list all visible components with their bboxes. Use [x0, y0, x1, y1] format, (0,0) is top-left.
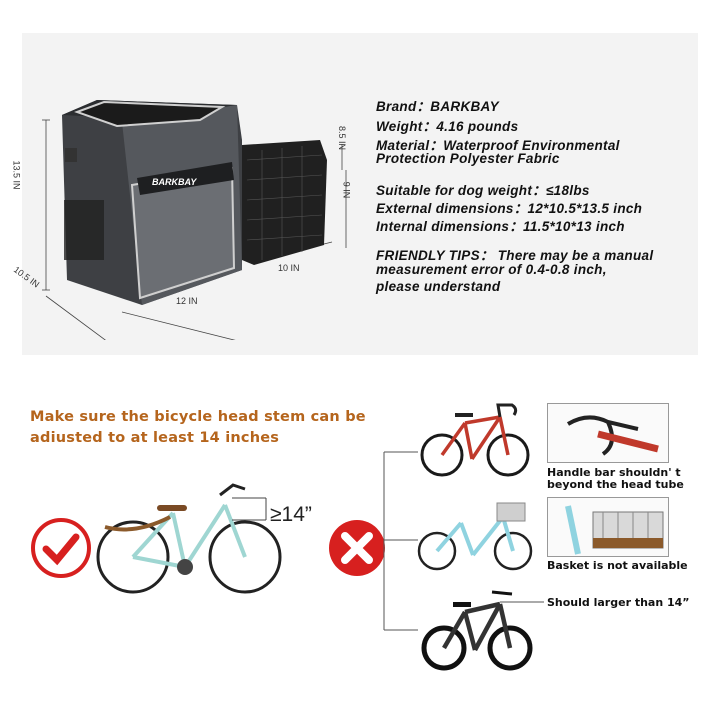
- stem-length-warning: Should larger than 14”: [547, 596, 690, 609]
- tips-line2: measurement error of 0.4-0.8 inch,: [376, 262, 607, 277]
- tips-line1: FRIENDLY TIPS： There may be a manual: [376, 248, 654, 263]
- spec-material-cont: Protection Polyester Fabric: [376, 151, 560, 166]
- width-label: 12 IN: [176, 296, 198, 306]
- stem-measure-label: ≥14”: [270, 503, 312, 526]
- cross-icon: [329, 520, 385, 576]
- mountain-bike-image: [421, 590, 533, 671]
- handlebar-photo: [547, 403, 669, 463]
- extension-length-label: 10 IN: [278, 263, 300, 273]
- basket-warning: Basket is not available: [547, 559, 688, 572]
- check-icon: [31, 518, 91, 578]
- tips-line3: please understand: [376, 279, 501, 294]
- stem-measure-line: [232, 497, 267, 521]
- brand-logo: BARKBAY: [152, 177, 197, 187]
- height-label: 13.5 IN: [11, 160, 22, 190]
- basket-bike-image: [417, 502, 533, 571]
- handlebar-warning-line1: Handle bar shouldn' t: [547, 466, 681, 479]
- pet-carrier-illustration: BARKBAY: [42, 100, 347, 340]
- stem-pointer-line: [500, 601, 544, 603]
- handlebar-warning-line2: beyond the head tube: [547, 478, 684, 491]
- extension-height-label: 8.5 IN: [337, 125, 348, 151]
- suitable-bicycle-image: [96, 483, 282, 594]
- spec-dog-weight: Suitable for dog weight：≤18lbs: [376, 183, 590, 198]
- spec-weight: Weight：4.16 pounds: [376, 119, 519, 134]
- spec-internal: Internal dimensions：11.5*10*13 inch: [376, 219, 625, 234]
- road-bike-image: [420, 403, 530, 477]
- spec-external: External dimensions：12*10.5*13.5 inch: [376, 201, 643, 216]
- bracket-lines: [383, 451, 418, 631]
- extension-depth-label: 9 IN: [341, 181, 352, 199]
- basket-photo: [547, 497, 669, 557]
- requirement-line2: adiusted to at least 14 inches: [30, 430, 280, 446]
- requirement-line1: Make sure the bicycle head stem can be: [30, 409, 366, 425]
- spec-brand: Brand：BARKBAY: [376, 99, 499, 114]
- spec-material: Material：Waterproof Environmental: [376, 138, 620, 153]
